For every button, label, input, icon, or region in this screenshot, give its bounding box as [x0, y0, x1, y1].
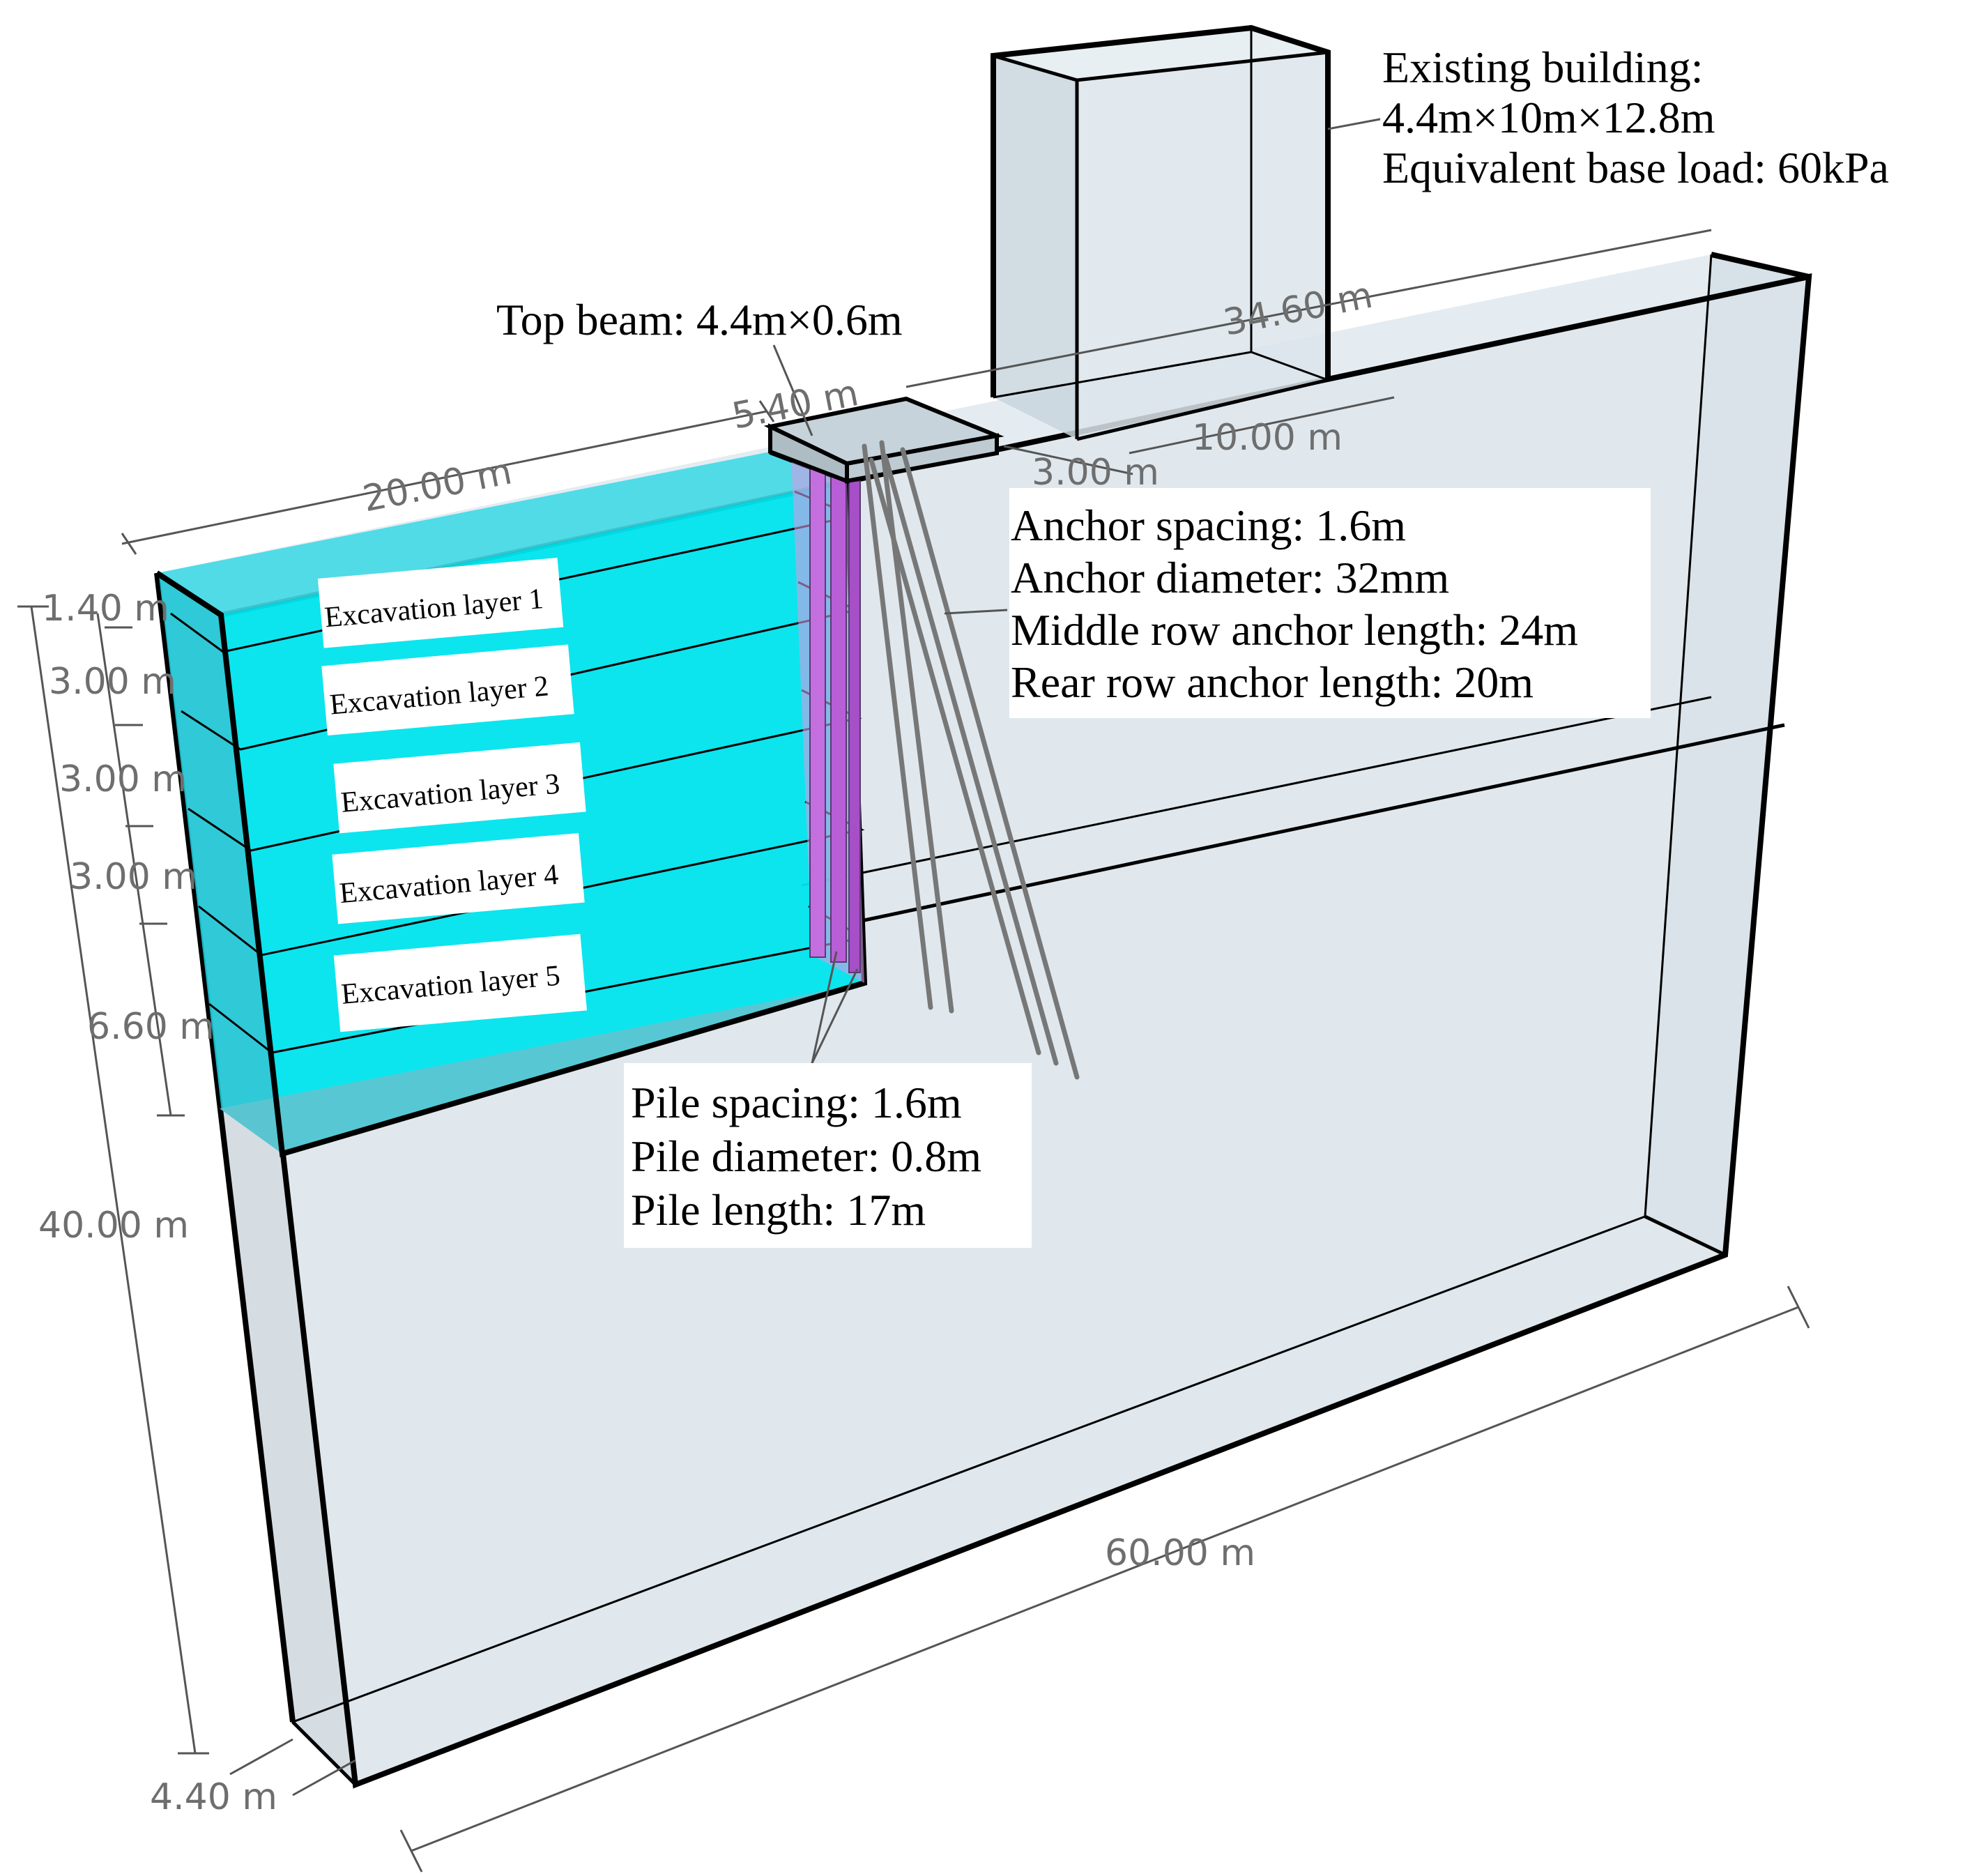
pile-wall	[791, 453, 864, 983]
pile-diameter-text: Pile diameter: 0.8m	[631, 1131, 981, 1181]
excavation-layer-labels: Excavation layer 1 Excavation layer 2 Ex…	[317, 557, 587, 1032]
excavation-top-face	[157, 452, 847, 615]
top-beam-label: Top beam: 4.4m×0.6m	[496, 295, 903, 344]
existing-building-annotation: Existing building: 4.4m×10m×12.8m Equiva…	[1380, 35, 1962, 202]
pile-spacing-text: Pile spacing: 1.6m	[631, 1078, 962, 1127]
pile-annotation: Pile spacing: 1.6m Pile diameter: 0.8m P…	[624, 1063, 1032, 1248]
existing-building-line-3: Equivalent base load: 60kPa	[1382, 143, 1889, 192]
pile-3	[848, 480, 861, 973]
dim-layer5: 6.60 m	[87, 1006, 215, 1048]
existing-building-line-2: 4.4m×10m×12.8m	[1382, 93, 1715, 142]
building-side	[1077, 52, 1328, 439]
top-beam-box	[763, 396, 1004, 485]
dim-building-offset: 3.00 m	[1032, 452, 1159, 494]
anchor-annotation: Anchor spacing: 1.6m Anchor diameter: 32…	[1009, 488, 1651, 718]
dim-total-height: 40.00 m	[38, 1205, 189, 1246]
rear-anchor-length-text: Rear row anchor length: 20m	[1011, 657, 1534, 707]
dim-thickness: 4.40 m	[150, 1776, 277, 1818]
pile-length-text: Pile length: 17m	[631, 1185, 926, 1235]
pile-1	[809, 465, 826, 958]
anchors	[862, 440, 1080, 1080]
building-top	[993, 28, 1328, 80]
dimension-lines	[17, 117, 1810, 1873]
building-front	[993, 56, 1077, 439]
existing-building-line-1: Existing building:	[1382, 43, 1703, 92]
excavation-left-face	[157, 573, 282, 1154]
dim-layer1: 1.40 m	[42, 588, 169, 630]
middle-anchor-length-text: Middle row anchor length: 24m	[1011, 605, 1578, 655]
pile-2	[830, 473, 847, 963]
anchor-diameter-text: Anchor diameter: 32mm	[1011, 553, 1449, 602]
dim-front-length: 60.00 m	[1105, 1532, 1255, 1574]
excavation-bottom-slab	[220, 983, 864, 1154]
dim-layer2: 3.00 m	[49, 661, 176, 703]
dim-layer4: 3.00 m	[70, 856, 197, 898]
existing-building	[991, 24, 1331, 441]
dim-layer3: 3.00 m	[59, 758, 187, 800]
anchor-spacing-text: Anchor spacing: 1.6m	[1011, 501, 1406, 550]
dim-building-length: 10.00 m	[1192, 417, 1343, 459]
